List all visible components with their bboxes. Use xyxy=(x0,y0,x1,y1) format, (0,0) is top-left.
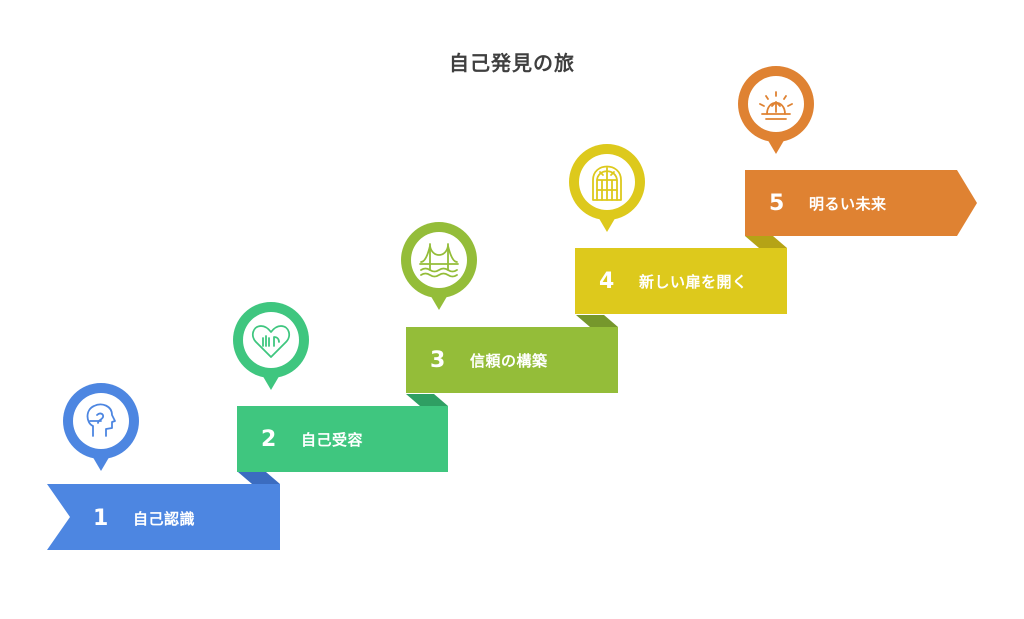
step-2-label: 2 自己受容 xyxy=(261,419,363,459)
step-4-fold xyxy=(745,236,787,248)
step-5-pin xyxy=(738,66,814,154)
step-4-number: 4 xyxy=(599,268,615,294)
step-2 xyxy=(233,302,448,472)
step-1-pin xyxy=(63,383,139,471)
step-2-pin xyxy=(233,302,309,390)
diagram-title: 自己発見の旅 xyxy=(449,51,575,75)
step-5-banner xyxy=(745,170,977,236)
step-1-number: 1 xyxy=(93,505,109,531)
step-3-pin xyxy=(401,222,477,310)
self-reflection-head-icon xyxy=(86,403,116,437)
step-3-number: 3 xyxy=(430,347,446,373)
sunrise-icon xyxy=(759,91,793,120)
step-3-fold xyxy=(576,315,618,327)
heart-hands-icon xyxy=(251,325,291,358)
step-4-label: 4 新しい扉を開く xyxy=(599,261,748,301)
step-5-label: 5 明るい未来 xyxy=(769,183,887,223)
step-2-number: 2 xyxy=(261,426,277,452)
step-3-text: 信頼の構築 xyxy=(470,351,548,370)
step-3 xyxy=(401,222,618,393)
step-4-banner xyxy=(575,248,787,314)
step-5 xyxy=(738,66,977,236)
step-5-text: 明るい未来 xyxy=(809,194,887,213)
step-4 xyxy=(569,144,787,314)
arched-door-icon xyxy=(592,165,622,201)
step-2-fold xyxy=(406,394,448,406)
step-5-number: 5 xyxy=(769,190,785,216)
step-3-banner xyxy=(406,327,618,393)
step-3-label: 3 信頼の構築 xyxy=(430,340,548,380)
step-1-fold xyxy=(238,472,280,484)
step-1 xyxy=(47,383,280,550)
step-4-text: 新しい扉を開く xyxy=(639,272,748,291)
step-1-label: 1 自己認識 xyxy=(93,498,195,538)
step-1-banner xyxy=(47,484,280,550)
step-1-text: 自己認識 xyxy=(133,509,196,528)
bridge-icon xyxy=(419,243,459,278)
step-2-text: 自己受容 xyxy=(301,430,364,449)
step-4-pin xyxy=(569,144,645,232)
step-2-banner xyxy=(237,406,448,472)
